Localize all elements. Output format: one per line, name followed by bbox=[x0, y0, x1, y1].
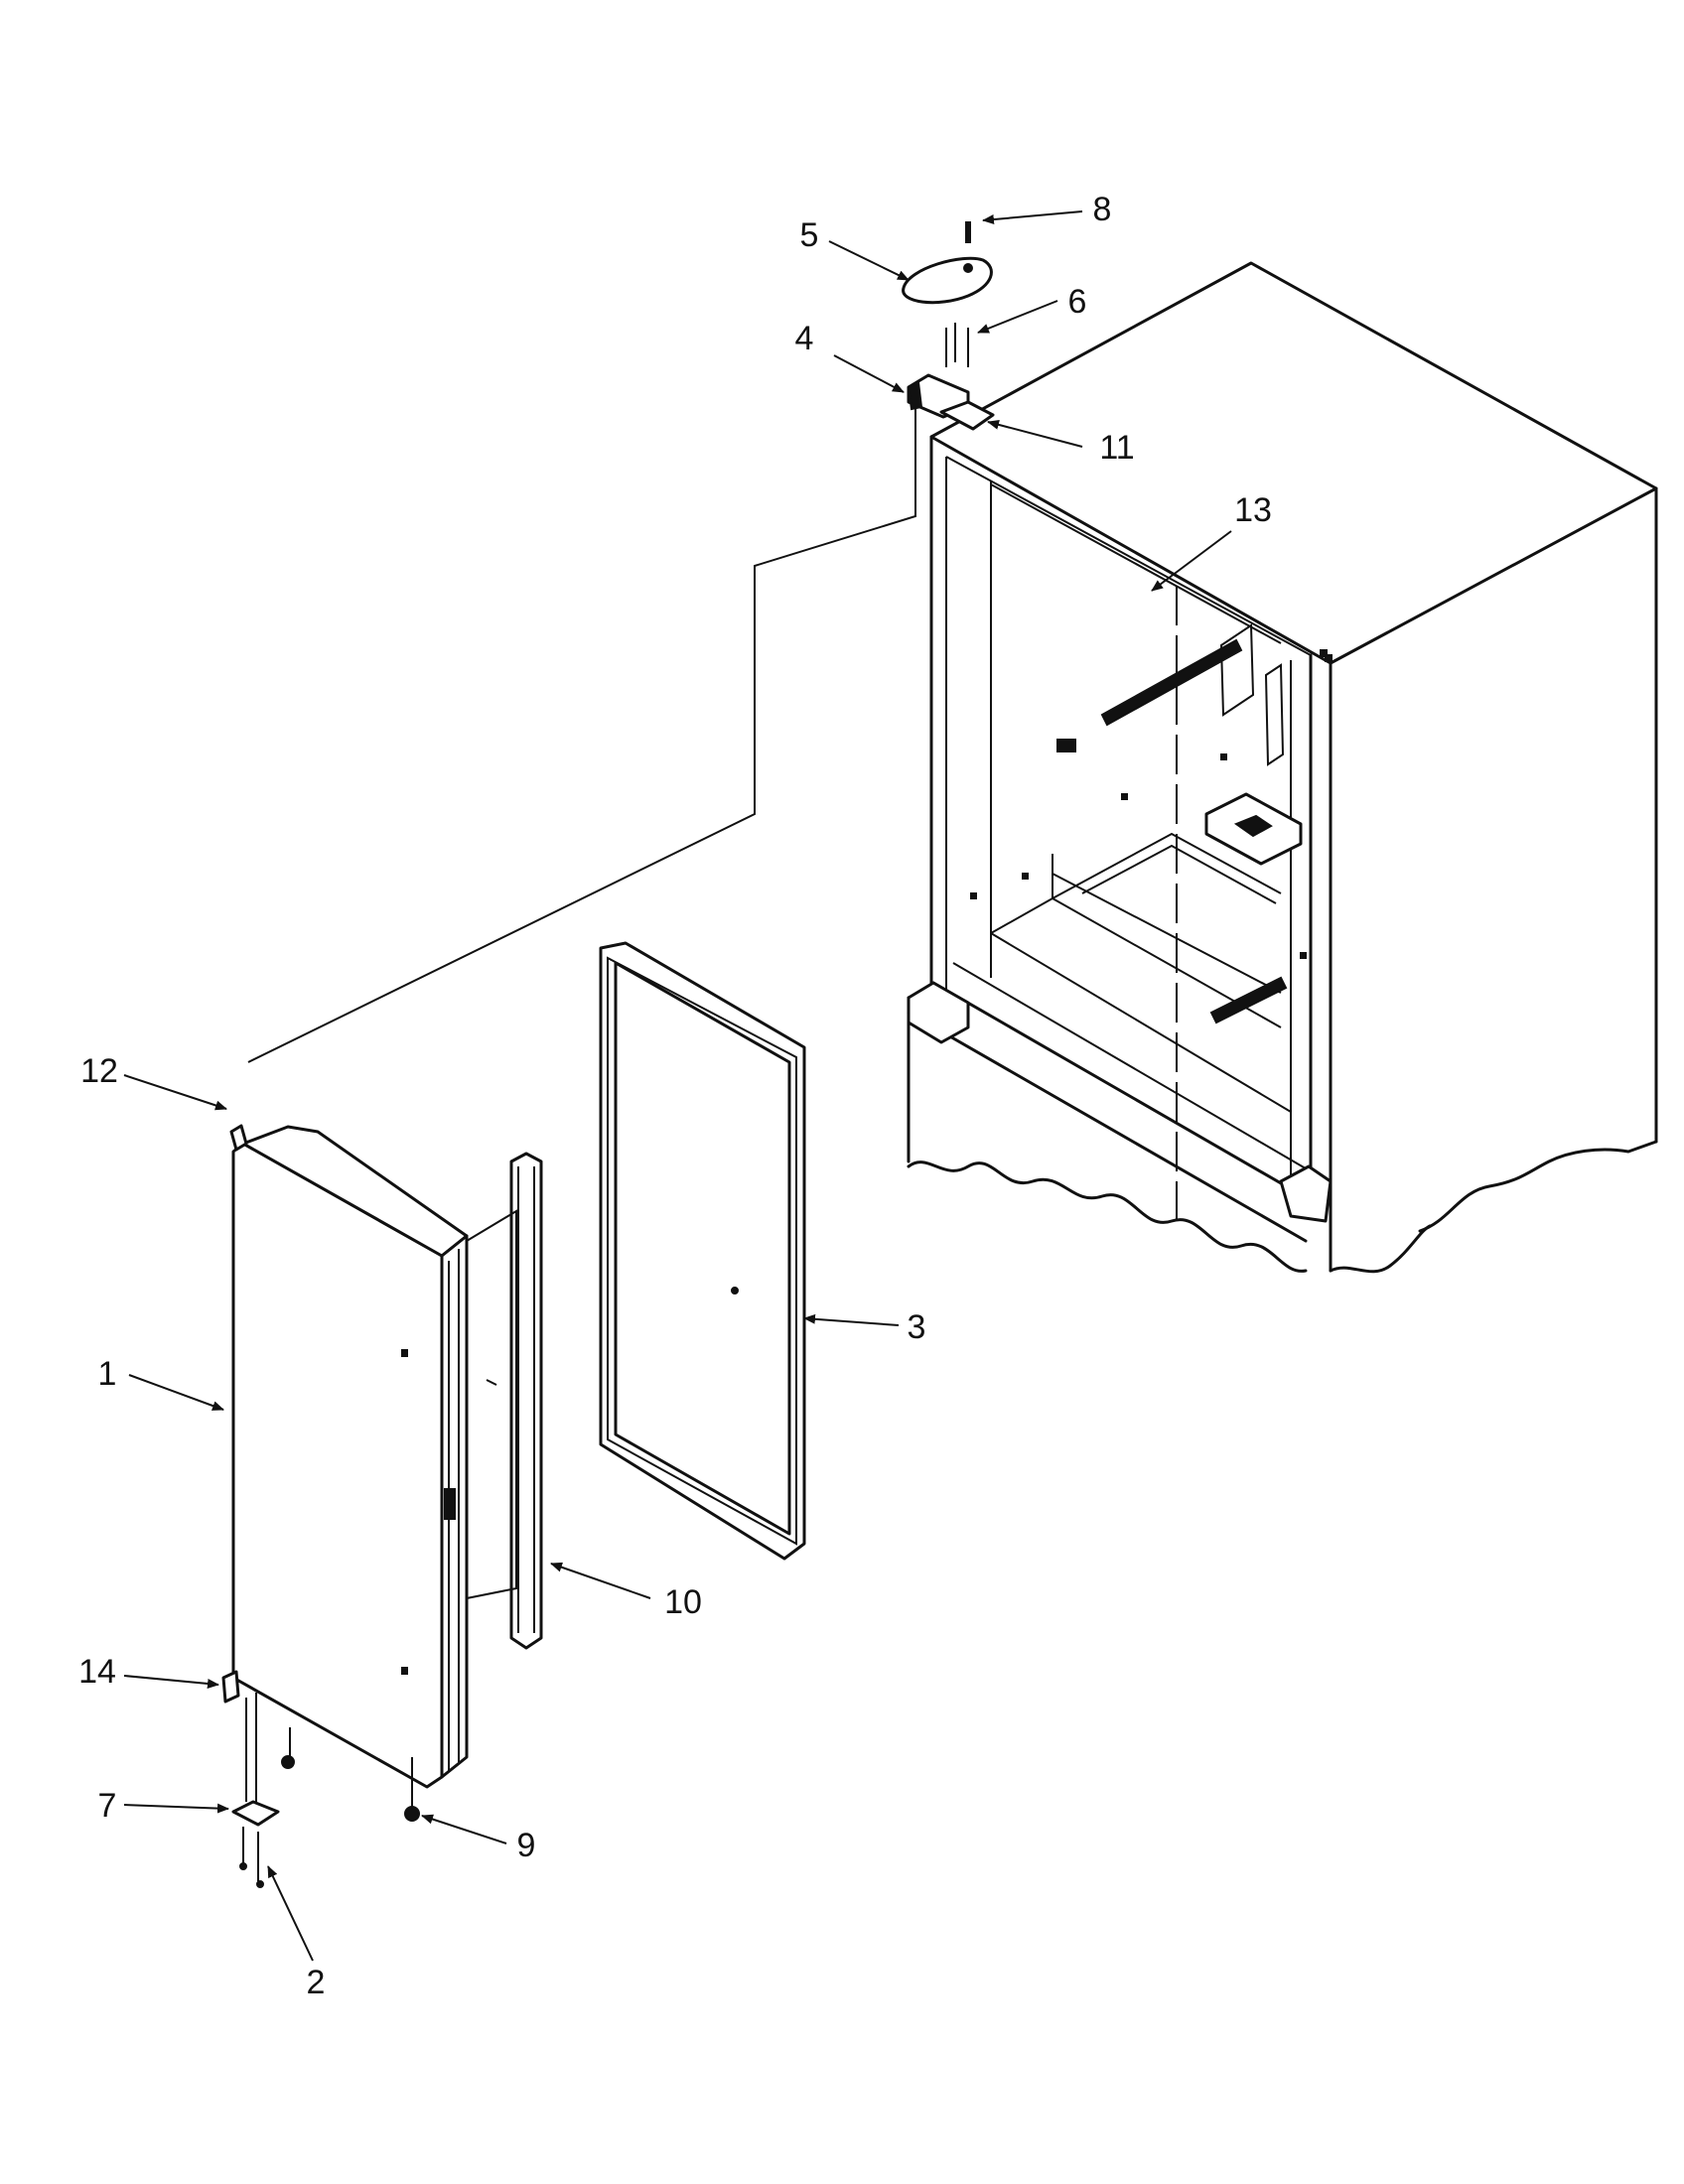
hinge-cover bbox=[902, 256, 993, 305]
door-panel bbox=[231, 1125, 517, 1807]
top-hinge-assembly bbox=[247, 221, 995, 1063]
callout-8: 8 bbox=[1093, 191, 1112, 228]
callout-1: 1 bbox=[98, 1355, 117, 1393]
callout-6: 6 bbox=[1068, 283, 1087, 321]
callout-3: 3 bbox=[908, 1308, 926, 1346]
callout-9: 9 bbox=[517, 1827, 536, 1864]
door-stop-top bbox=[229, 1124, 248, 1152]
callout-4: 4 bbox=[795, 320, 814, 357]
callout-2: 2 bbox=[307, 1964, 326, 2001]
callout-14: 14 bbox=[78, 1653, 116, 1691]
callout-5: 5 bbox=[800, 216, 819, 254]
callout-leaders bbox=[123, 210, 1232, 1962]
callout-11: 11 bbox=[1099, 429, 1134, 467]
refrigerator-cabinet bbox=[907, 261, 1658, 1274]
callout-7: 7 bbox=[98, 1787, 117, 1825]
callout-13: 13 bbox=[1234, 491, 1272, 529]
door-plug bbox=[404, 1806, 420, 1822]
door-stop-bottom bbox=[221, 1670, 240, 1704]
callout-labels: 1 2 3 4 5 6 7 8 9 10 11 12 13 14 bbox=[78, 191, 1272, 2001]
bottom-hinge bbox=[231, 1800, 280, 1827]
door-breaker-strip bbox=[509, 1152, 543, 1650]
door-gasket bbox=[599, 941, 806, 1561]
callout-10: 10 bbox=[664, 1583, 702, 1621]
callout-12: 12 bbox=[80, 1052, 118, 1090]
